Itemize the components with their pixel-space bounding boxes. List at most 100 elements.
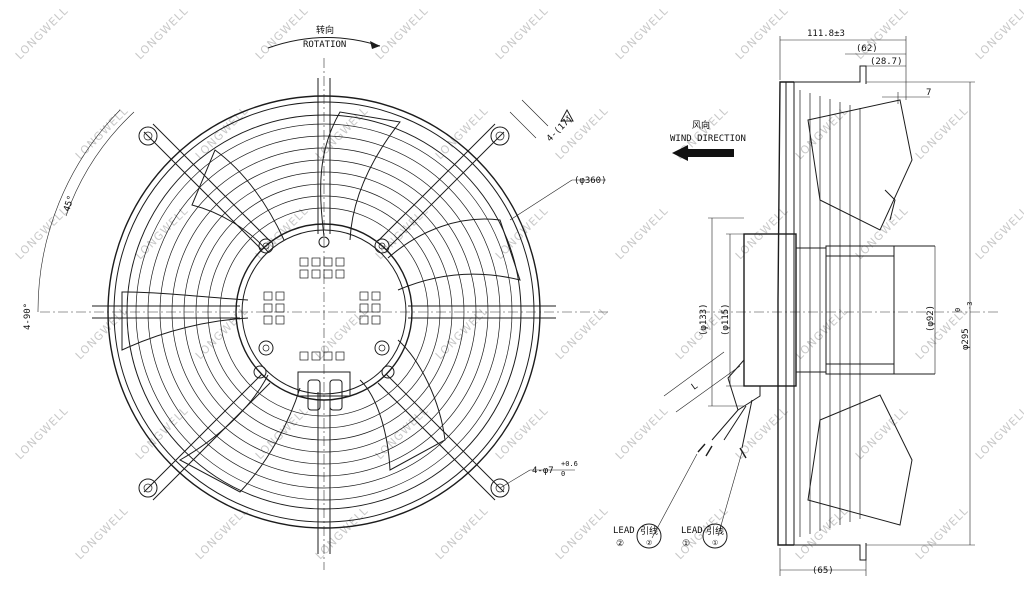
- vent-slot: [335, 257, 345, 267]
- warning-triangle-icon: [560, 108, 574, 122]
- vent-slot: [371, 303, 381, 313]
- rotation-label-cn: 转向: [316, 24, 334, 36]
- watermark-text: LONGWELL: [13, 204, 71, 262]
- guard-rib-lines: [799, 90, 861, 537]
- lead1-circ-number: ①: [712, 539, 718, 547]
- guard-ring: [195, 183, 453, 441]
- vent-slot: [335, 351, 345, 361]
- watermark-text: LONGWELL: [493, 204, 551, 262]
- dim-7-label: 7: [926, 88, 931, 98]
- guard-ring: [207, 195, 441, 429]
- watermark-text: LONGWELL: [793, 504, 851, 562]
- vent-slot: [299, 257, 309, 267]
- dim-28-label: (28.7): [870, 57, 903, 67]
- watermark-text: LONGWELL: [853, 404, 911, 462]
- watermark-text: LONGWELL: [793, 304, 851, 362]
- vent-slot: [275, 291, 285, 301]
- watermark-text: LONGWELL: [853, 204, 911, 262]
- vent-slot: [323, 269, 333, 279]
- fan-blades: [121, 111, 521, 493]
- watermark-text: LONGWELL: [973, 404, 1024, 462]
- mounting-lugs: [138, 126, 510, 498]
- guard-ring: [219, 207, 429, 417]
- hub-vent-slots: [263, 257, 381, 361]
- watermark-text: LONGWELL: [133, 204, 191, 262]
- svg-text:!: !: [565, 114, 569, 122]
- watermark-text: LONGWELL: [433, 504, 491, 562]
- motor-hub: [235, 223, 413, 401]
- lead2-circ-number: ②: [646, 539, 652, 547]
- watermark-text: LONGWELL: [733, 4, 791, 62]
- watermark-text: LONGWELL: [913, 504, 971, 562]
- vent-slot: [335, 269, 345, 279]
- outer-ring: [107, 95, 541, 529]
- watermark-text: LONGWELL: [913, 104, 971, 162]
- vent-slot: [311, 257, 321, 267]
- wind-label-en: WIND DIRECTION: [670, 134, 746, 144]
- lead2-label-en: LEAD: [613, 526, 635, 536]
- dim-295-tol-upper: 0: [954, 308, 962, 312]
- cable-glands: [297, 371, 351, 411]
- dim-hole-tol-lower: 0: [561, 470, 565, 478]
- dim-hole-tol-upper: +0.6: [561, 460, 578, 468]
- vent-slot: [299, 269, 309, 279]
- vent-slot: [371, 315, 381, 325]
- angle-45-label: 45°: [62, 194, 77, 213]
- watermark-text: LONGWELL: [253, 4, 311, 62]
- dim-360-label: (φ360): [574, 176, 607, 186]
- lead1-number: ①: [682, 539, 690, 549]
- watermark-text: LONGWELL: [973, 204, 1024, 262]
- guard-ring: [147, 135, 501, 489]
- guard-ring: [135, 123, 513, 501]
- lead1-label-cn: 引线: [706, 525, 724, 537]
- vent-slot: [359, 315, 369, 325]
- hub-bolts: [253, 236, 395, 379]
- angle-90-label: 4-90°: [23, 303, 33, 330]
- vent-slot: [323, 351, 333, 361]
- watermark-text: LONGWELL: [973, 4, 1024, 62]
- vent-slot: [299, 351, 309, 361]
- vent-slot: [263, 291, 273, 301]
- vent-slot: [311, 269, 321, 279]
- dim-92-label: (φ92): [926, 305, 936, 332]
- watermark-text: LONGWELL: [553, 504, 611, 562]
- dim-hole-label: 4-φ7: [532, 466, 554, 476]
- guard-ring: [159, 147, 489, 477]
- vent-slot: [263, 303, 273, 313]
- guard-ring: [171, 159, 477, 465]
- dim-111-label: 111.8±3: [807, 29, 845, 39]
- wind-direction-arrow-icon: [672, 145, 734, 161]
- watermark-text: LONGWELL: [133, 4, 191, 62]
- dim-295-tol-lower: -3: [966, 302, 974, 310]
- vent-slot: [359, 291, 369, 301]
- dim-62-label: (62): [856, 44, 878, 54]
- vent-slot: [275, 303, 285, 313]
- rotation-arrow: [267, 36, 381, 49]
- motor-body: [743, 233, 797, 387]
- dim-115-label: (φ115): [721, 303, 731, 336]
- guard-rings: [135, 123, 513, 501]
- vent-slot: [371, 291, 381, 301]
- lead2-label-cn: 引线: [640, 525, 658, 537]
- watermark-text: LONGWELL: [313, 304, 371, 362]
- guard-struts: [92, 78, 556, 554]
- watermark-text: LONGWELL: [733, 204, 791, 262]
- watermark-text: LONGWELL: [493, 404, 551, 462]
- watermark-text: LONGWELL: [553, 304, 611, 362]
- guard-ring: [183, 171, 465, 453]
- lead2-number: ②: [616, 539, 624, 549]
- watermark-text: LONGWELL: [73, 104, 131, 162]
- dim-295-label: φ295: [961, 328, 971, 350]
- vent-slot: [311, 351, 321, 361]
- vent-slot: [263, 315, 273, 325]
- watermark-text: LONGWELL: [613, 404, 671, 462]
- watermark-text: LONGWELL: [13, 404, 71, 462]
- watermark-text: LONGWELL: [13, 4, 71, 62]
- front-view: 转向 ROTATION 45° 4-90° (φ360) 4-(17) ! 4-…: [23, 24, 608, 570]
- vent-slot: [323, 257, 333, 267]
- watermark-text: LONGWELL: [613, 4, 671, 62]
- dim-133-label: (φ133): [699, 303, 709, 336]
- watermark-text: LONGWELL: [313, 504, 371, 562]
- vent-slot: [359, 303, 369, 313]
